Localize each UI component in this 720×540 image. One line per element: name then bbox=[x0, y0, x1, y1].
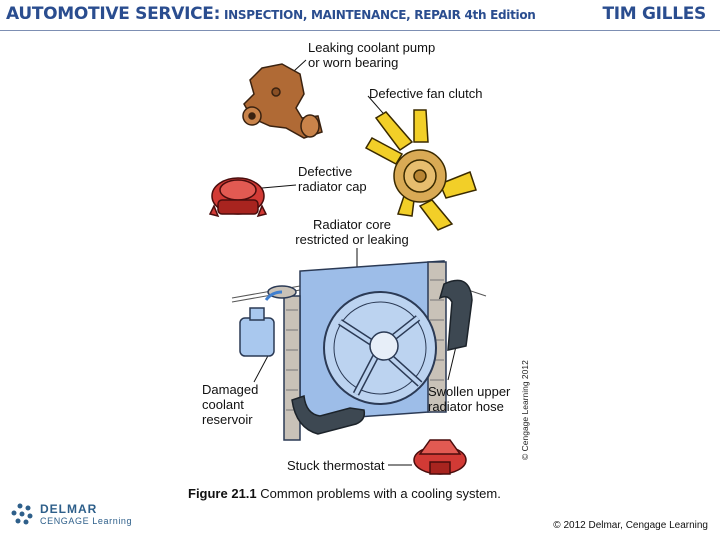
label-radiator-core: Radiator core restricted or leaking bbox=[295, 217, 409, 247]
book-title-main: AUTOMOTIVE SERVICE: bbox=[6, 4, 221, 24]
lower-hose-drawing bbox=[291, 394, 366, 435]
header-rule bbox=[0, 30, 720, 31]
book-edition: 4th Edition bbox=[460, 8, 536, 22]
radiator-drawing bbox=[231, 260, 487, 441]
label-coolant-reservoir: Damaged coolant reservoir bbox=[202, 382, 259, 427]
label-thermostat: Stuck thermostat bbox=[287, 458, 385, 473]
header: AUTOMOTIVE SERVICE: INSPECTION, MAINTENA… bbox=[0, 0, 720, 30]
radiator-cap-drawing bbox=[208, 177, 268, 218]
image-credit: © Cengage Learning 2012 bbox=[520, 360, 530, 460]
thermostat-drawing bbox=[413, 439, 467, 475]
footer-copyright: © 2012 Delmar, Cengage Learning bbox=[553, 520, 708, 531]
figure-caption: Figure 21.1 Common problems with a cooli… bbox=[188, 486, 501, 501]
logo-subtitle: CENGAGE Learning bbox=[40, 516, 133, 526]
label-upper-hose: Swollen upper radiator hose bbox=[428, 384, 511, 414]
figure-number: Figure 21.1 bbox=[188, 486, 257, 501]
book-title-sub: INSPECTION, MAINTENANCE, REPAIR bbox=[220, 8, 461, 22]
upper-hose-drawing bbox=[438, 279, 473, 351]
label-radiator-cap: Defective radiator cap bbox=[298, 164, 367, 194]
book-title: AUTOMOTIVE SERVICE: INSPECTION, MAINTENA… bbox=[6, 4, 536, 24]
fan-clutch-drawing bbox=[364, 109, 477, 231]
figure-caption-text: Common problems with a cooling system. bbox=[256, 486, 501, 501]
delmar-logo-icon bbox=[11, 503, 33, 525]
coolant-pump-drawing bbox=[242, 63, 323, 139]
label-coolant-pump: Leaking coolant pump or worn bearing bbox=[308, 40, 436, 70]
label-fan-clutch: Defective fan clutch bbox=[369, 86, 483, 101]
author-name: TIM GILLES bbox=[602, 4, 706, 24]
logo-name: DELMAR bbox=[40, 502, 98, 516]
coolant-reservoir-drawing bbox=[239, 290, 283, 357]
